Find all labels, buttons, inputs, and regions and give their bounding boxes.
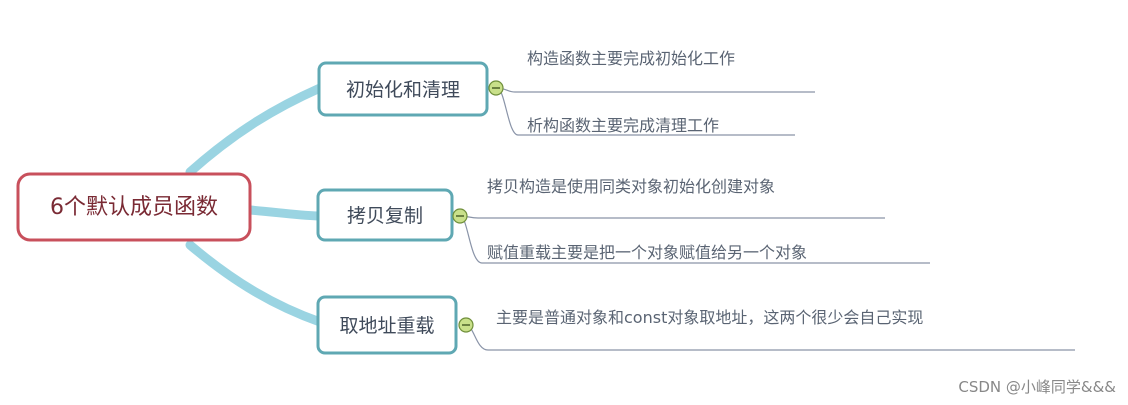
collapse-toggle-1[interactable]: [488, 80, 504, 96]
branch-node-2-box: [316, 188, 454, 242]
leaf-1-2-label: 析构函数主要完成清理工作: [527, 116, 719, 135]
branch-3-leaf-lines: [465, 324, 1075, 351]
connector-root-to-branch-1: [185, 83, 325, 177]
root-node-box: [16, 172, 252, 242]
branch-node-2[interactable]: 拷贝复制: [316, 188, 454, 242]
leaf-link-1-1: [496, 87, 815, 93]
leaf-2-2-label: 赋值重载主要是把一个对象赋值给另一个对象: [487, 243, 807, 262]
root-node-label: 6个默认成员函数: [50, 195, 218, 220]
collapse-toggle-3[interactable]: [458, 317, 474, 333]
branch-node-1[interactable]: 初始化和清理: [317, 61, 489, 117]
root-node[interactable]: 6个默认成员函数: [16, 172, 252, 242]
leaf-1-1-label: 构造函数主要完成初始化工作: [527, 49, 735, 68]
connector-root-to-branch-3: [185, 240, 325, 327]
connector-root-to-branch-2: [245, 205, 323, 221]
leaf-link-3-1: [465, 324, 1075, 351]
leaf-3-1-label: 主要是普通对象和const对象取地址，这两个很少会自己实现: [496, 308, 923, 327]
branch-node-3[interactable]: 取地址重载: [316, 295, 458, 355]
collapse-toggle-2[interactable]: [452, 208, 468, 224]
branch-node-2-label: 拷贝复制: [347, 205, 423, 227]
branch-node-1-label: 初始化和清理: [346, 79, 460, 101]
leaf-2-1-label: 拷贝构造是使用同类对象初始化创建对象: [487, 177, 775, 196]
watermark: CSDN @小峰同学&&&: [958, 378, 1116, 396]
branch-node-3-label: 取地址重载: [339, 315, 434, 337]
root-connectors: [185, 83, 325, 327]
branch-node-3-box: [316, 295, 458, 355]
branch-node-1-box: [317, 61, 489, 117]
leaf-link-2-1: [459, 215, 885, 219]
